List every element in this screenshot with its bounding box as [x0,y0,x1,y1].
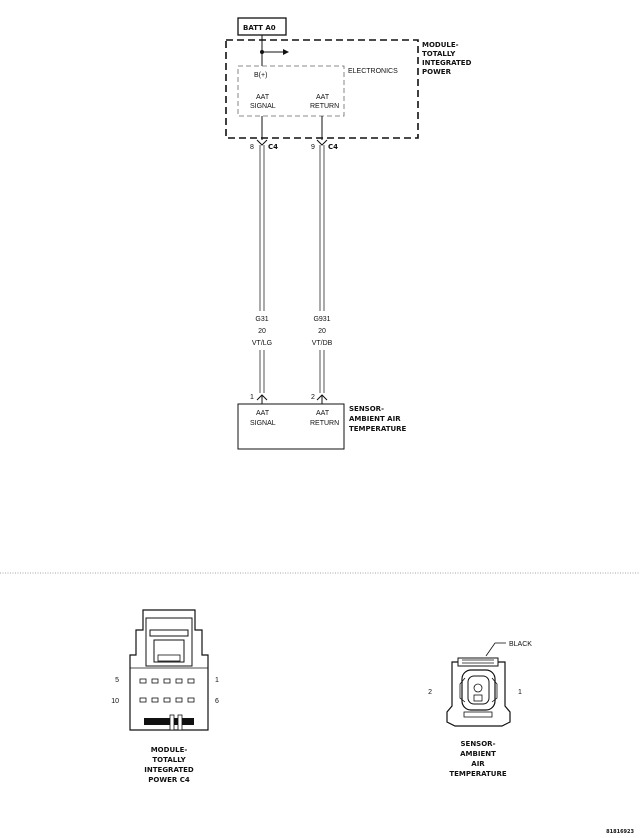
module-c4-connector-view [129,609,209,731]
c4-caption-line-4: POWER C4 [148,776,190,784]
c4-view-pin-10: 10 [111,698,119,705]
sensor-connector-color: BLACK [509,641,532,648]
sensor-caption-line-3: AIR [471,760,485,768]
c4-view-pin-5: 5 [115,677,119,684]
sensor-view-pin-1: 1 [518,689,522,696]
c4-pin-9-symbol [316,139,328,146]
sensor-name-line-3: TEMPERATURE [349,425,407,433]
signal-wire-circuit: G31 [255,316,268,323]
c4-view-pin-1: 1 [215,677,219,684]
sensor-aat-signal-line-2: SIGNAL [250,420,276,427]
module-aat-signal-line-1: AAT [256,94,270,101]
electronics-box [237,65,345,117]
sensor-pin-1-label: 1 [250,394,254,401]
sensor-aat-return-line-1: AAT [316,410,330,417]
batt-a0-label: BATT A0 [243,24,276,32]
sensor-aat-signal-line-1: AAT [256,410,270,417]
c4-caption-line-3: INTEGRATED [144,766,194,774]
c4-caption-line-2: TOTALLY [152,756,186,764]
c4-caption-line-1: MODULE- [151,746,188,754]
sensor-name-line-2: AMBIENT AIR [349,415,401,423]
c4-pin-8-symbol [256,139,268,146]
module-name-line-3: INTEGRATED [422,59,472,67]
module-name-line-4: POWER [422,68,452,76]
module-aat-return-line-1: AAT [316,94,330,101]
return-wire-circuit: G931 [313,316,330,323]
c4-label-right: C4 [328,143,338,151]
sensor-view-pin-2: 2 [428,689,432,696]
black-leader-line [485,642,496,657]
sensor-caption-line-4: TEMPERATURE [449,770,507,778]
electronics-label: ELECTRONICS [348,68,398,75]
sensor-box [237,403,345,450]
module-aat-return-line-2: RETURN [310,103,339,110]
signal-wire-gauge: 20 [258,328,266,335]
arrow-right-icon [283,49,289,55]
c4-pin-8-label: 8 [250,144,254,151]
return-wire-gauge: 20 [318,328,326,335]
module-aat-signal-line-2: SIGNAL [250,103,276,110]
return-wire-color: VT/DB [312,340,333,347]
sensor-caption-line-1: SENSOR- [461,740,496,748]
sensor-connector-view [446,657,511,727]
signal-wire-color: VT/LG [252,340,272,347]
c4-label-left: C4 [268,143,278,151]
module-name-line-2: TOTALLY [422,50,456,58]
sensor-aat-return-line-2: RETURN [310,420,339,427]
sensor-name-line-1: SENSOR- [349,405,384,413]
sensor-caption-line-2: AMBIENT [460,750,496,758]
c4-pin-9-label: 9 [311,144,315,151]
module-name-line-1: MODULE- [422,41,459,49]
b-plus-label: B(+) [254,72,267,79]
c4-view-pin-6: 6 [215,698,219,705]
figure-id: 81816923 [606,829,634,835]
sensor-pin-2-label: 2 [311,394,315,401]
